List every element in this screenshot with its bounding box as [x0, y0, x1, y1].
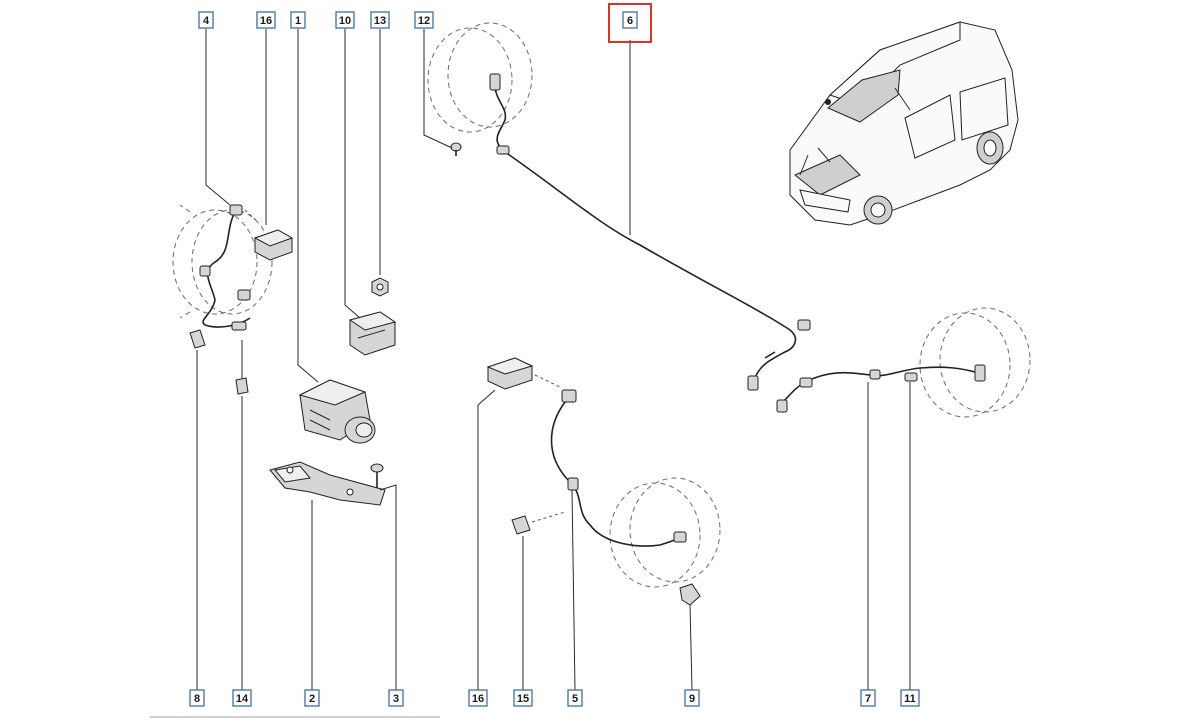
callout-3[interactable]: 3	[388, 689, 404, 707]
callout-15[interactable]: 15	[513, 689, 533, 707]
callout-2[interactable]: 2	[304, 689, 320, 707]
callout-7-label: 7	[865, 693, 871, 705]
rear-right-wheel-outline	[919, 307, 1031, 418]
mounting-bracket-2	[269, 461, 386, 506]
front-right-wheel-outline	[427, 22, 533, 133]
callout-1-label: 1	[295, 15, 301, 27]
callout-15-label: 15	[517, 693, 529, 705]
nut-13	[371, 277, 389, 297]
bolt-12	[450, 142, 462, 156]
bracket-9	[679, 583, 701, 606]
callout-13[interactable]: 13	[370, 11, 390, 29]
callout-6-label: 6	[627, 15, 633, 27]
connector-block-upper	[253, 229, 294, 261]
callout-1[interactable]: 1	[290, 11, 306, 29]
scroll-track	[150, 716, 440, 718]
callout-13-label: 13	[374, 15, 386, 27]
van-illustration	[789, 21, 1019, 226]
callout-4-label: 4	[203, 15, 210, 27]
rear-right-sensor-harness	[776, 364, 986, 413]
bolt-3	[370, 463, 384, 488]
callout-9[interactable]: 9	[684, 689, 700, 707]
clip-8	[189, 329, 206, 349]
callout-16-lower[interactable]: 16	[468, 689, 488, 707]
rear-left-wheel-outline	[609, 477, 721, 588]
callout-6[interactable]: 6	[608, 3, 652, 43]
sensor-harness-long	[489, 73, 811, 391]
callout-3-label: 3	[393, 693, 399, 705]
callout-10-label: 10	[339, 15, 351, 27]
callout-12-label: 12	[418, 15, 430, 27]
clip-15	[511, 511, 566, 535]
control-module-10	[348, 311, 397, 356]
selection-highlight	[608, 3, 652, 43]
callout-9-label: 9	[689, 693, 695, 705]
rear-left-sensor-harness	[550, 389, 687, 547]
abs-hydraulic-unit-1	[298, 379, 376, 444]
callout-16-upper[interactable]: 16	[256, 11, 276, 29]
clip-14	[235, 377, 249, 395]
callout-11-label: 11	[904, 693, 916, 705]
callout-8-label: 8	[194, 693, 200, 705]
front-left-wheel-outline	[172, 204, 273, 319]
callout-11[interactable]: 11	[900, 689, 920, 707]
callout-8[interactable]: 8	[189, 689, 205, 707]
callout-12[interactable]: 12	[414, 11, 434, 29]
callout-16-lower-label: 16	[472, 693, 484, 705]
callout-5[interactable]: 5	[567, 689, 583, 707]
callout-14-label: 14	[236, 693, 249, 705]
callout-4[interactable]: 4	[198, 11, 214, 29]
connector-block-lower	[486, 357, 563, 390]
leader-lines	[196, 29, 911, 691]
callout-16-upper-label: 16	[260, 15, 272, 27]
callout-10[interactable]: 10	[335, 11, 355, 29]
front-left-sensor-harness	[199, 204, 259, 331]
callout-5-label: 5	[572, 693, 578, 705]
callout-2-label: 2	[309, 693, 315, 705]
callout-14[interactable]: 14	[232, 689, 252, 707]
callout-7[interactable]: 7	[860, 689, 876, 707]
